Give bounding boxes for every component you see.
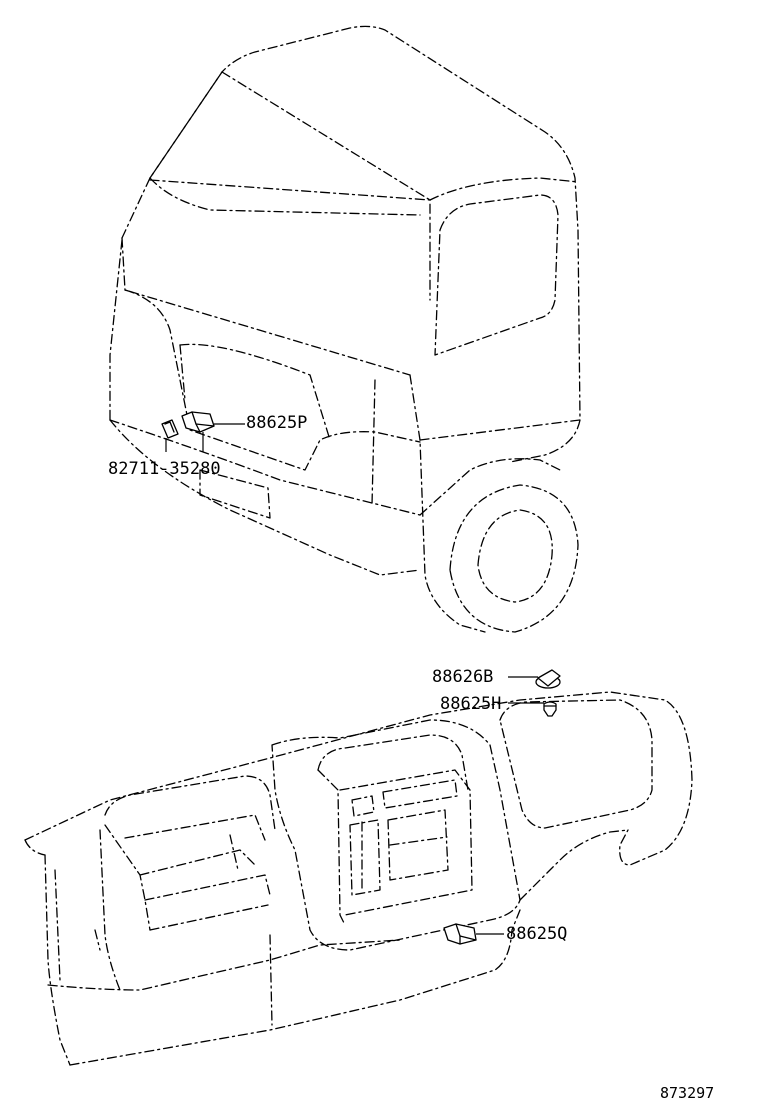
label-82711-35280: 82711-35280 [108, 459, 221, 479]
clip-88625P-part [181, 411, 215, 433]
label-88625Q: 88625Q [506, 924, 567, 944]
clip-88626B-part [535, 669, 561, 689]
label-88625H: 88625H [440, 694, 501, 714]
label-88626B: 88626B [432, 667, 493, 687]
clamp-82711-35280-part [161, 419, 179, 439]
truck-cab-outline [109, 25, 581, 633]
label-88625P: 88625P [246, 413, 307, 433]
clip-88625Q-part [443, 923, 477, 945]
clip-88625H-part [543, 701, 557, 717]
diagram-reference-number: 873297 [660, 1084, 714, 1102]
instrument-panel-outline [24, 691, 693, 1066]
